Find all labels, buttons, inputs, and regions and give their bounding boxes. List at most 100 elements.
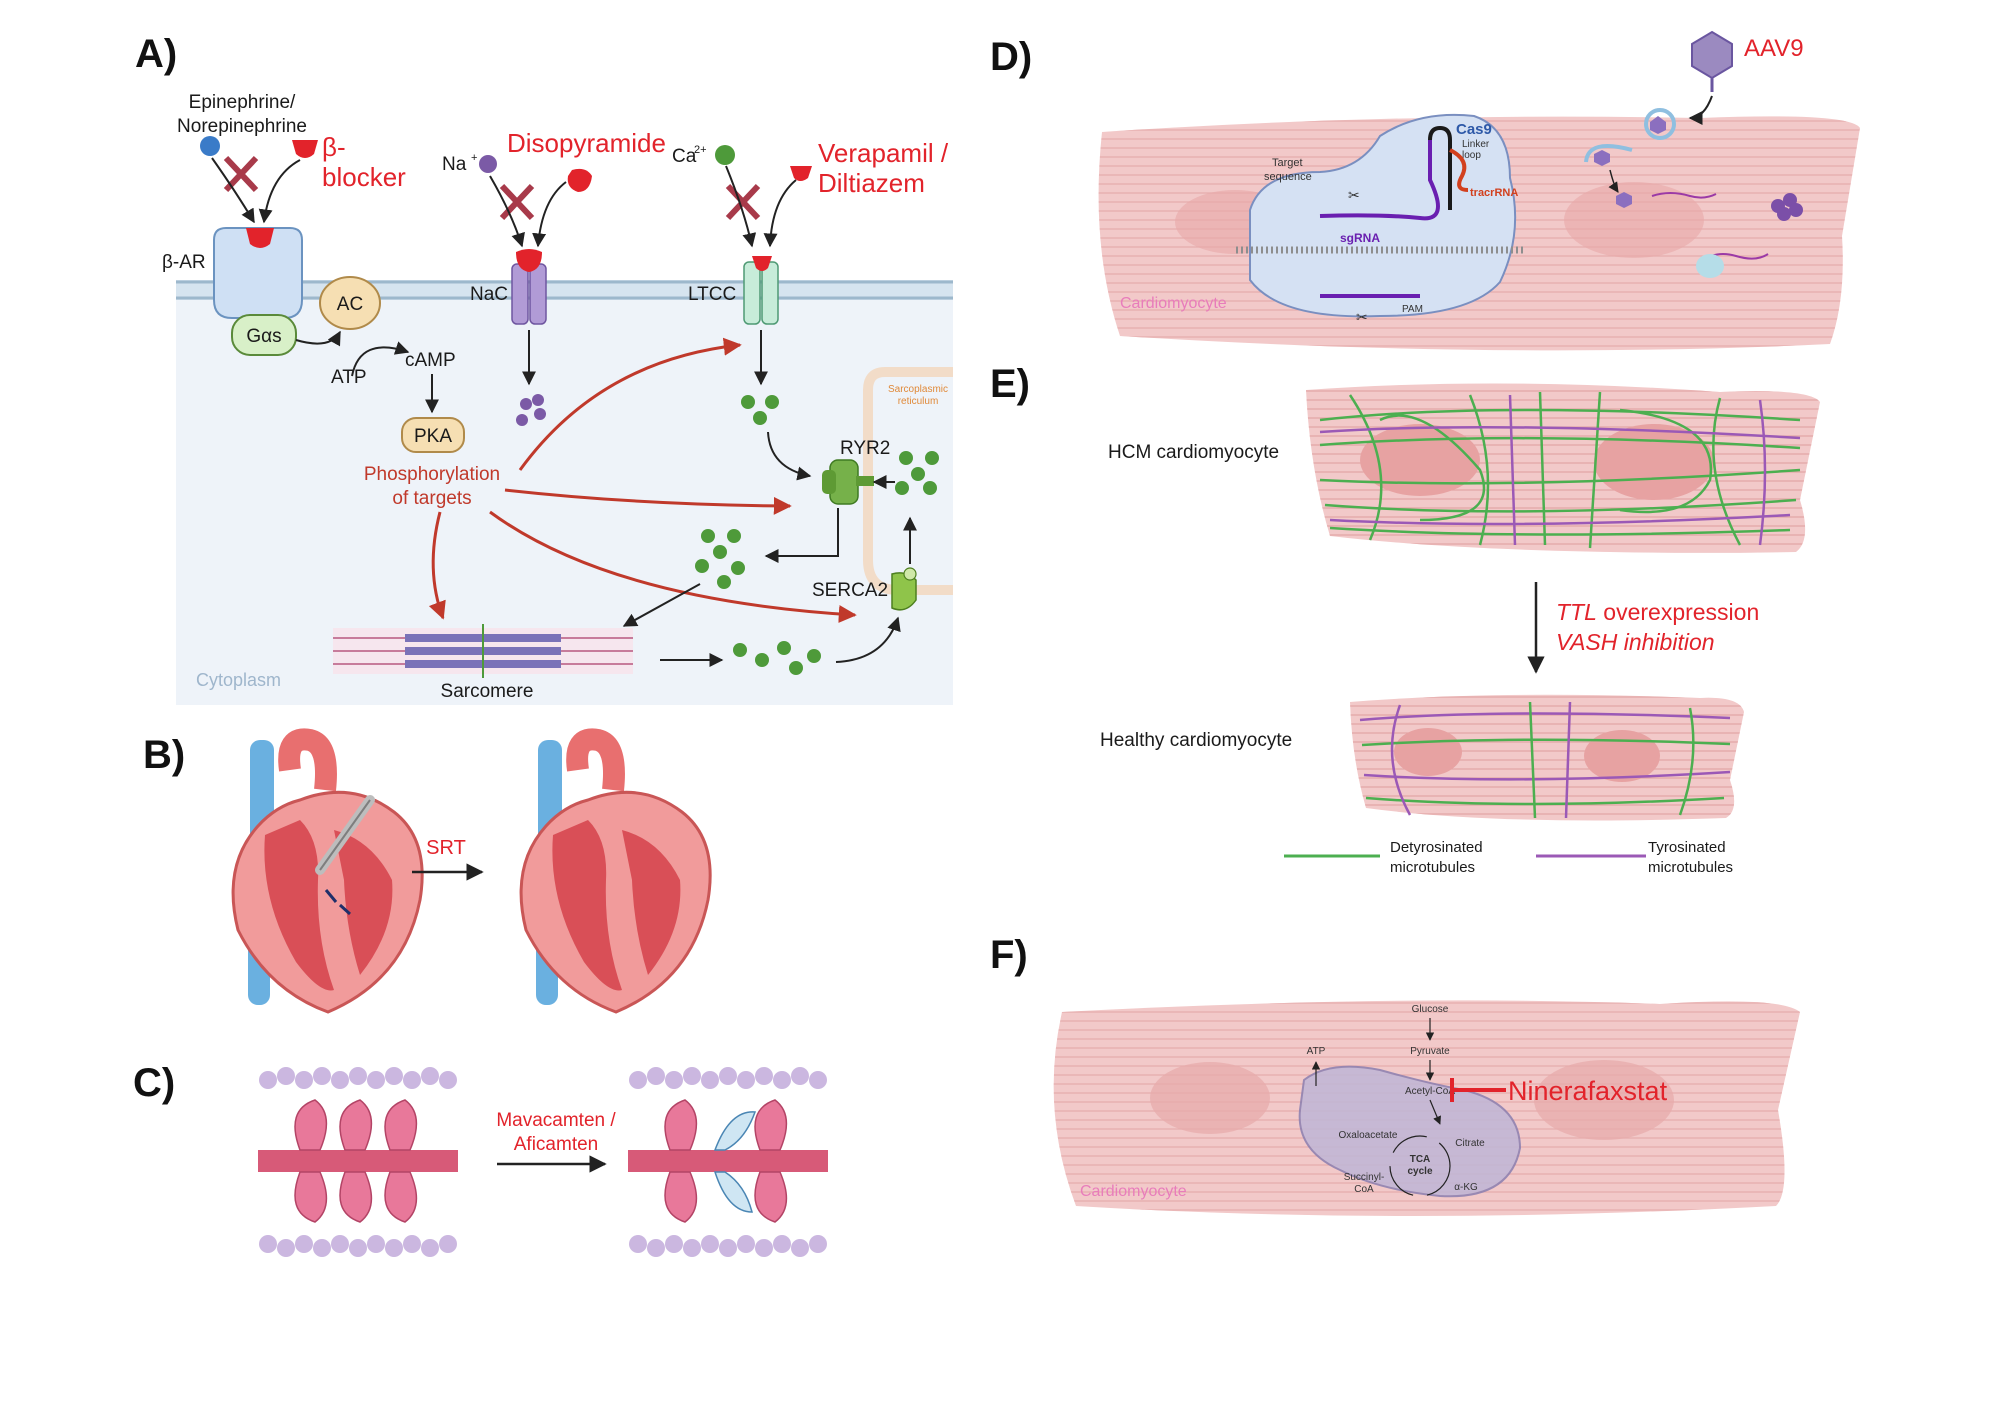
legend-detyrosinated-label-2: microtubules xyxy=(1390,859,1475,876)
phosphorylation-label-1: Phosphorylation xyxy=(364,464,500,485)
phospho-to-sarcomere-arrow xyxy=(428,511,446,620)
healthy-label: Healthy cardiomyocyte xyxy=(1100,730,1292,751)
sarcomere-label: Sarcomere xyxy=(441,681,534,702)
ryr2-release-arrow xyxy=(764,508,839,563)
pam-label: PAM xyxy=(1402,304,1423,315)
panel-e-label: E) xyxy=(990,362,1030,406)
beta-blocker-label-2: blocker xyxy=(322,162,406,192)
cardiomyocyte-f-label: Cardiomyocyte xyxy=(1080,1183,1187,1200)
ac-label: AC xyxy=(337,294,363,315)
panel-d-label: D) xyxy=(990,35,1032,79)
tracrrna-strand xyxy=(1449,148,1469,192)
gas-to-ac-arrow xyxy=(295,330,341,347)
sr-calcium-cluster xyxy=(895,451,939,495)
panel-c-label: C) xyxy=(133,1061,175,1105)
legend-tyrosinated-label-2: microtubules xyxy=(1648,859,1733,876)
sodium-arrow xyxy=(489,175,525,248)
pka xyxy=(401,417,465,453)
camp-label: cAMP xyxy=(405,350,456,371)
aav9-entry-arrow xyxy=(1688,95,1713,125)
ltcc-label: LTCC xyxy=(688,284,736,305)
ttl-label: TTL overexpression xyxy=(1556,599,1759,625)
panel-f: F) Cardiomyocyte Glucose Pyruvate Acetyl… xyxy=(990,933,1800,1216)
panel-a: A) Epinephrine/ Norepinephrine β- blocke… xyxy=(135,32,953,705)
myosin-after xyxy=(628,1067,828,1257)
target-label-1: Target xyxy=(1272,157,1303,169)
mavacamten-label-2: Aficamten xyxy=(514,1134,598,1155)
nucleus-f-left xyxy=(1150,1062,1270,1134)
glucose-label: Glucose xyxy=(1412,1004,1449,1015)
adenylyl-cyclase xyxy=(319,276,381,330)
beta-blocker-icon xyxy=(292,140,318,158)
beta-blocker-arrow xyxy=(258,159,301,224)
released-capsid-icon xyxy=(1594,150,1610,166)
endosome-capsid-icon xyxy=(1650,116,1666,134)
tca-cycle-icon xyxy=(1389,1135,1451,1197)
tracrrna-label: tracrRNA xyxy=(1470,187,1518,199)
calcium-to-serca2-arrow xyxy=(835,616,901,663)
myosin-before xyxy=(258,1067,458,1257)
healthy-nucleus-right xyxy=(1584,730,1660,782)
nac-bound-drug-icon xyxy=(516,249,542,272)
sr-label-2: reticulum xyxy=(898,396,939,407)
serca2-label: SERCA2 xyxy=(812,580,888,601)
linker-label-2: loop xyxy=(1462,150,1481,161)
gas-protein xyxy=(231,314,297,356)
cas9-label: Cas9 xyxy=(1456,121,1492,138)
beta-ar-label: β-AR xyxy=(162,252,206,273)
verapamil-arrow xyxy=(763,179,797,248)
sodium-ion-dot xyxy=(479,155,497,173)
hcm-microtubules xyxy=(1319,391,1801,549)
calcium-charge: 2+ xyxy=(694,144,707,156)
vash-label: VASH inhibition xyxy=(1556,629,1715,655)
nac-channel-left xyxy=(511,263,529,325)
legend-detyrosinated-label-1: Detyrosinated xyxy=(1390,839,1483,856)
ninerafaxstat-label: Ninerafaxstat xyxy=(1508,1076,1668,1106)
phospho-to-ryr2-arrow xyxy=(504,488,792,515)
panel-a-label: A) xyxy=(135,32,177,76)
ligand-arrow xyxy=(211,157,255,224)
panel-b: B) SRT xyxy=(143,728,712,1014)
srt-label: SRT xyxy=(426,837,466,859)
beta-blocker-label-1: β- xyxy=(322,132,346,162)
ligand-label-1: Epinephrine/ xyxy=(189,92,296,113)
healthy-nucleus-left xyxy=(1394,728,1462,776)
sodium-ions-cluster xyxy=(516,394,546,426)
sarcomere xyxy=(333,624,633,678)
serca2-pump xyxy=(891,567,917,611)
healthy-microtubules xyxy=(1359,701,1731,819)
citrate-label: Citrate xyxy=(1455,1138,1485,1149)
acetylcoa-arrow xyxy=(1429,1099,1441,1125)
sgrna-strand xyxy=(1319,140,1440,221)
disopyramide-icon xyxy=(567,168,592,192)
calcium-to-sarcomere-arrow xyxy=(622,583,701,627)
cas9-protein-icon xyxy=(1771,193,1803,221)
panel-e: E) HCM cardiomyocyte TTL overexpression xyxy=(990,362,1820,876)
pka-label: PKA xyxy=(414,426,452,447)
tca-label-2: cycle xyxy=(1407,1166,1432,1177)
pyruvate-label: Pyruvate xyxy=(1410,1046,1450,1057)
verapamil-label-2: Diltiazem xyxy=(818,168,925,198)
aav9-capsid-icon xyxy=(1691,30,1733,80)
atp-f-label: ATP xyxy=(1307,1046,1326,1057)
succinyl-label-2: CoA xyxy=(1354,1184,1374,1195)
transcript-icon xyxy=(1651,192,1717,199)
sarcoplasmic-reticulum xyxy=(863,367,953,595)
hcm-label: HCM cardiomyocyte xyxy=(1108,442,1279,463)
healthy-striations xyxy=(1350,694,1744,821)
ribosome-icon xyxy=(1696,254,1724,278)
sodium-label: Na xyxy=(442,154,467,175)
ryr2-channel xyxy=(822,459,874,505)
endosome-icon xyxy=(1644,108,1676,140)
legend-tyrosinated-label-1: Tyrosinated xyxy=(1648,839,1726,856)
endosome-escape-icon xyxy=(1584,144,1633,163)
panel-f-label: F) xyxy=(990,933,1028,977)
panel-c: C) Mavacamten / Aficamten xyxy=(133,1061,828,1257)
gas-label: Gαs xyxy=(246,326,281,347)
sodium-blocked-x-icon xyxy=(499,183,535,221)
calcium-label: Ca xyxy=(672,146,697,167)
released-calcium-cluster xyxy=(733,641,821,675)
ttl-italic: TTL xyxy=(1556,599,1597,625)
tca-label-1: TCA xyxy=(1410,1154,1431,1165)
nuclear-capsid-icon xyxy=(1616,192,1632,208)
